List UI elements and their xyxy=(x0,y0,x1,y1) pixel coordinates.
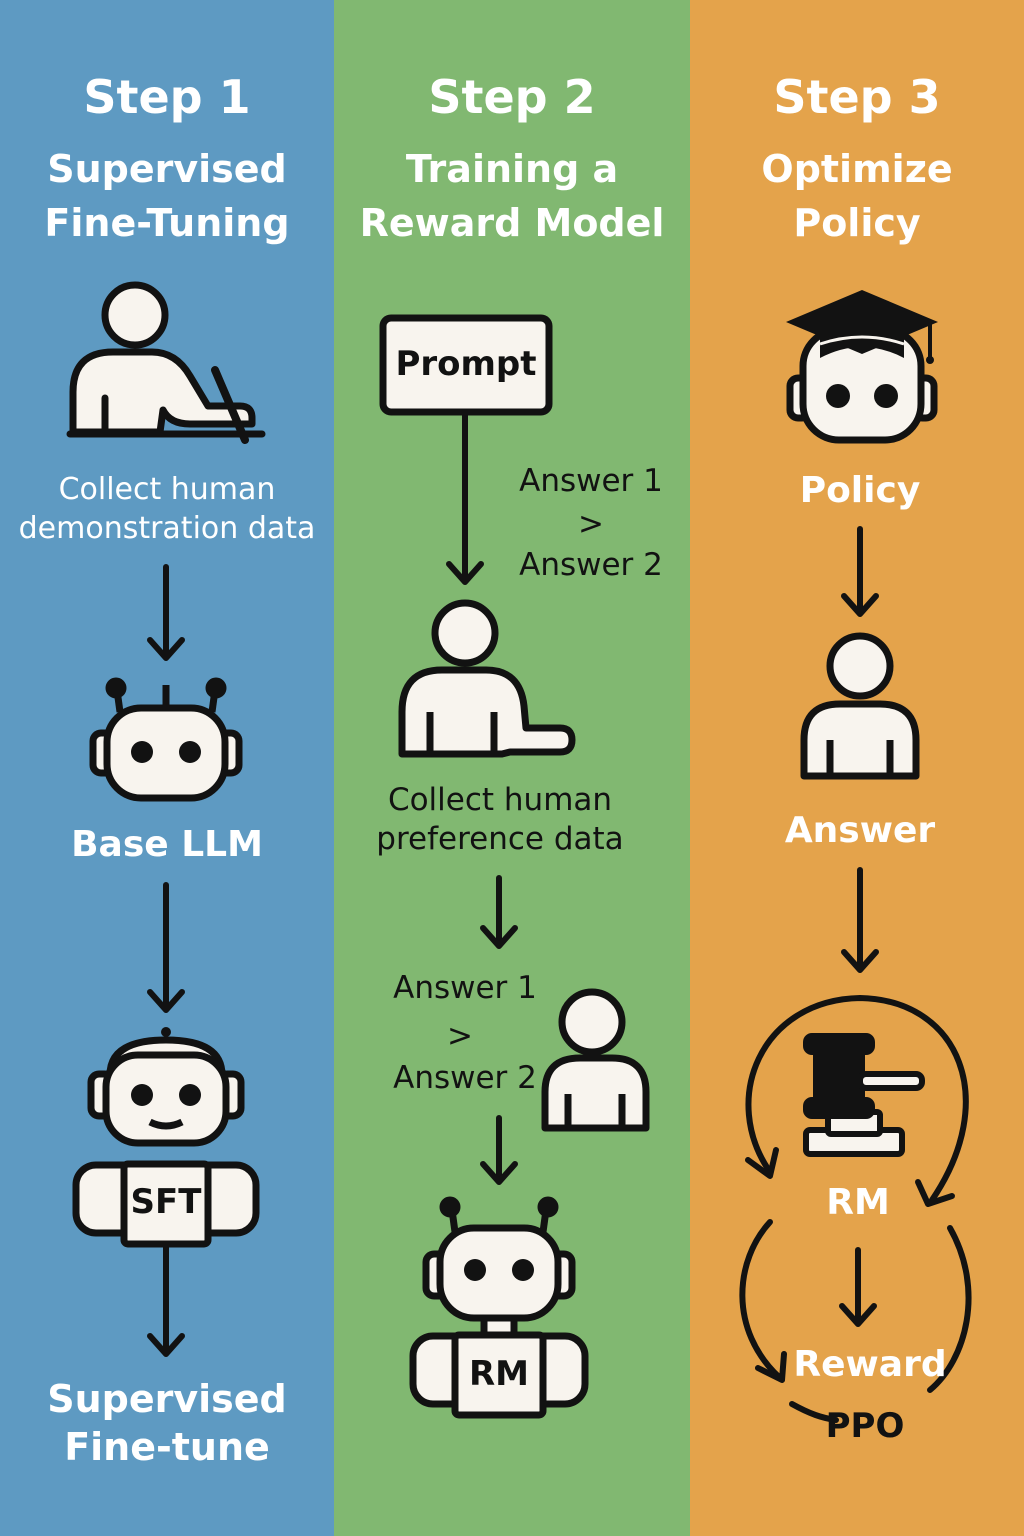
robot-rm-icon xyxy=(409,1196,589,1419)
base-llm-label: Base LLM xyxy=(71,824,263,865)
answer-1-label: Answer 1 xyxy=(519,463,663,499)
arrow-down-icon xyxy=(147,882,185,1013)
reward-label: Reward xyxy=(793,1344,947,1385)
answer-2-label: Answer 2 xyxy=(519,547,663,583)
cycle-arrows xyxy=(739,995,972,1423)
step1-caption-line1: Collect human xyxy=(58,472,276,507)
step1-result-line1: Supervised xyxy=(47,1377,287,1421)
policy-label: Policy xyxy=(799,470,921,511)
robot-sft-icon xyxy=(72,1027,260,1248)
arrow-down-icon xyxy=(480,875,518,949)
step2-caption-line1: Collect human xyxy=(387,782,613,818)
arrow-down-icon xyxy=(841,526,879,617)
arrow-down-icon xyxy=(147,564,185,661)
person-icon xyxy=(541,988,650,1132)
person-pointing-icon xyxy=(398,599,576,758)
rank-answer-1-label: Answer 1 xyxy=(393,970,537,1006)
ppo-label: PPO xyxy=(825,1406,905,1446)
answer-label: Answer xyxy=(784,810,936,851)
greater-than-label: > xyxy=(578,506,604,542)
arrow-down-icon xyxy=(839,1247,877,1327)
arrow-down-icon xyxy=(480,1115,518,1185)
person-icon xyxy=(800,632,920,780)
rank-answer-2-label: Answer 2 xyxy=(393,1060,537,1096)
step3-title-line2: Policy xyxy=(793,201,921,245)
step1-title-line2: Fine-Tuning xyxy=(44,201,290,245)
step1-caption-line2: demonstration data xyxy=(18,511,316,546)
arrow-down-icon xyxy=(446,411,484,585)
rm-label: RM xyxy=(826,1182,890,1223)
step2-title-line2: Reward Model xyxy=(359,201,665,245)
arrow-down-icon xyxy=(147,1243,185,1357)
gavel-icon xyxy=(803,1033,925,1157)
arrow-down-icon xyxy=(841,867,879,973)
step1-heading: Step 1 xyxy=(83,70,251,124)
step2-heading: Step 2 xyxy=(428,70,596,124)
step2-caption-line2: preference data xyxy=(376,821,624,857)
person-writing-icon xyxy=(66,281,266,444)
prompt-label: Prompt xyxy=(395,344,537,384)
graduation-cap-robot-icon xyxy=(786,290,938,444)
step2-title-line1: Training a xyxy=(405,147,619,191)
step3-title-line1: Optimize xyxy=(761,147,953,191)
sft-badge: SFT xyxy=(130,1182,202,1222)
rank-greater-than-label: > xyxy=(447,1018,473,1054)
step1-result-line2: Fine-tune xyxy=(64,1425,270,1469)
step3-heading: Step 3 xyxy=(773,70,941,124)
rm-badge: RM xyxy=(468,1354,529,1394)
robot-icon xyxy=(89,677,243,802)
step1-title-line1: Supervised xyxy=(47,147,287,191)
